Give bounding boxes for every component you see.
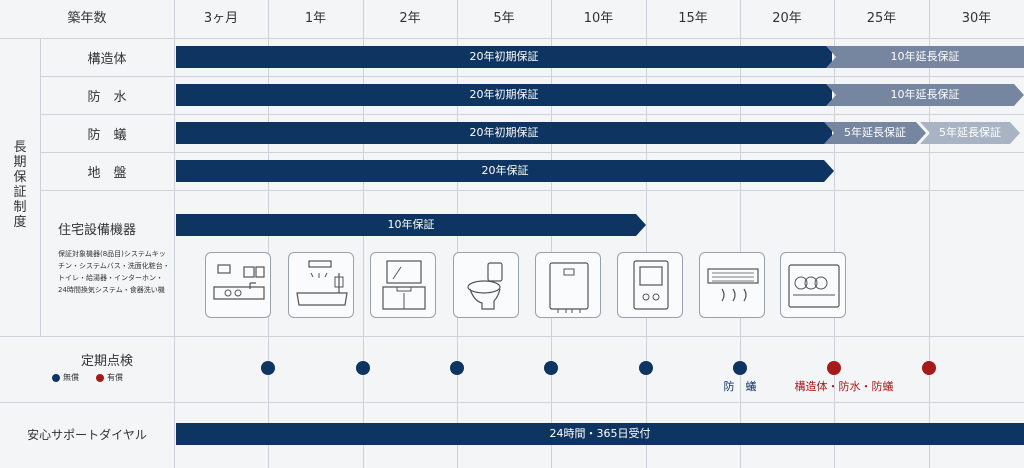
inspection-dot-free [544,361,558,375]
grid-line [40,38,41,336]
support-dial-label: 安心サポートダイヤル [27,428,147,442]
row-label-waterproof: 防 水 [87,90,127,105]
header-col-20y: 20年 [772,11,802,26]
inspection-label: 定期点検 [80,354,133,369]
inspection-dot-free [733,361,747,375]
grid-line [740,0,741,468]
grid-line [834,0,835,468]
termite-extended-bar-1: 5年延長保証 [824,122,926,144]
termite-initial-bar: 20年初期保証 [176,122,832,144]
equipment-note: 保証対象機器(8品目)システムキッチン・システムバス・洗面化粧台・トイレ・給湯器… [58,250,170,294]
grid-line [40,152,1024,153]
legend-paid-label: 有償 [107,373,123,382]
structure-extended-bar: 10年延長保証 [826,46,1024,68]
kitchen-icon [205,252,271,318]
header-col-5y: 5年 [493,11,515,26]
inspection-dot-free [356,361,370,375]
inspection-dot-paid [922,361,936,375]
grid-line [40,76,1024,77]
legend-free-label: 無償 [63,373,79,382]
inspection-annotation-paid: 構造体・防水・防蟻 [794,380,894,393]
equipment-warranty-bar: 10年保証 [176,214,646,236]
grid-line [0,38,1024,39]
intercom-icon [617,252,683,318]
grid-line [646,0,647,468]
legend-free-swatch [52,374,60,382]
header-col-10y: 10年 [583,11,614,26]
row-label-ground: 地 盤 [87,166,127,181]
grid-line [174,0,175,468]
inspection-dot-free [450,361,464,375]
toilet-icon [453,252,519,318]
vanity-icon [370,252,436,318]
header-col-15y: 15年 [678,11,708,26]
grid-line [0,402,1024,403]
water-heater-icon [535,252,601,318]
header-col-3m: 3ヶ月 [203,11,239,26]
dishwasher-icon [780,252,846,318]
ventilation-icon [699,252,765,318]
row-label-structure: 構造体 [87,52,127,67]
legend-paid-swatch [96,374,104,382]
grid-line [40,114,1024,115]
inspection-dot-free [261,361,275,375]
long-term-warranty-label: 長期保証制度 [13,140,27,230]
bath-icon [288,252,354,318]
header-col-2y: 2年 [399,11,421,26]
row-label-equipment: 住宅設備機器 [58,223,137,238]
inspection-annotation-free: 防 蟻 [723,380,757,393]
header-col-25y: 25年 [866,11,897,26]
support-dial-bar: 24時間・365日受付 [176,423,1024,445]
inspection-dot-free [639,361,653,375]
waterproof-initial-bar: 20年初期保証 [176,84,832,106]
structure-initial-bar: 20年初期保証 [176,46,832,68]
inspection-dot-paid [827,361,841,375]
grid-line [0,336,1024,337]
row-label-termite: 防 蟻 [87,128,127,143]
header-col-1y: 1年 [304,11,327,26]
grid-line [929,0,930,468]
grid-line [40,190,1024,191]
header-corner: 築年数 [67,11,107,26]
header-col-30y: 30年 [961,11,992,26]
termite-extended-bar-2: 5年延長保証 [920,122,1020,144]
waterproof-extended-bar: 10年延長保証 [826,84,1024,106]
ground-warranty-bar: 20年保証 [176,160,834,182]
